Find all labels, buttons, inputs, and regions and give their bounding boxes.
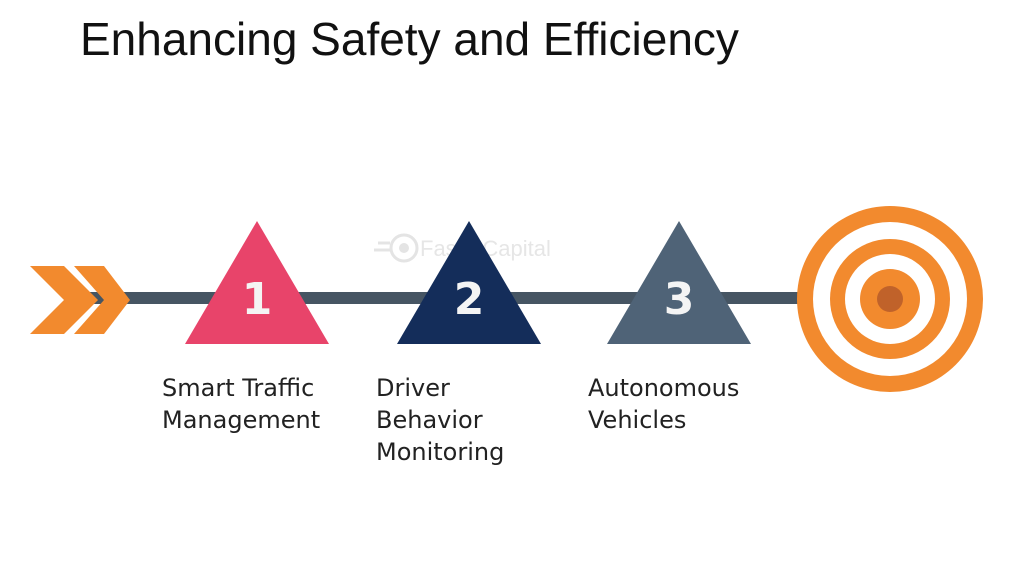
step-3-triangle	[607, 221, 751, 344]
step-3-number: 3	[664, 274, 695, 325]
step-2-triangle	[397, 221, 541, 344]
step-3: 3	[607, 221, 751, 344]
arrow-fletching-icon	[30, 266, 130, 334]
page-title: Enhancing Safety and Efficiency	[80, 13, 739, 65]
watermark-logo-icon	[374, 233, 419, 263]
step-2: 2	[397, 221, 541, 344]
step-1-label: Smart Traffic Management	[162, 374, 321, 434]
step-2-label: Driver Behavior Monitoring	[376, 374, 505, 466]
step-2-number: 2	[454, 274, 485, 325]
step-1-number: 1	[242, 274, 273, 325]
step-1-triangle	[185, 221, 329, 344]
target-icon	[797, 206, 983, 392]
step-1: 1	[185, 221, 329, 344]
step-3-label: Autonomous Vehicles	[588, 374, 740, 434]
